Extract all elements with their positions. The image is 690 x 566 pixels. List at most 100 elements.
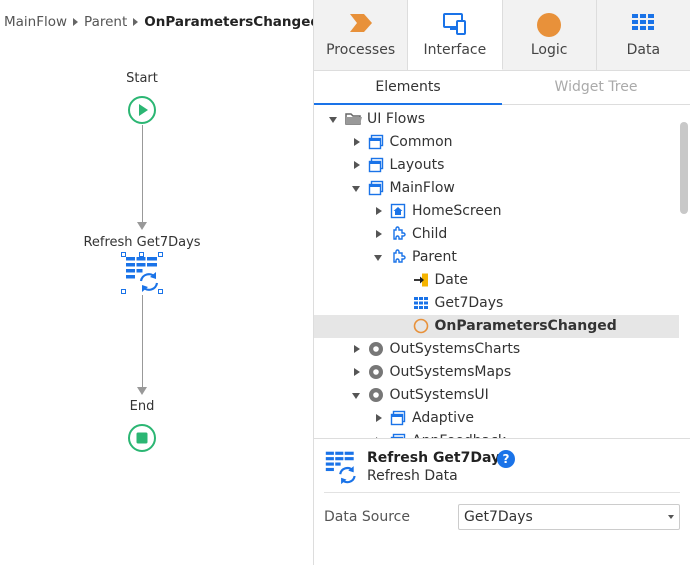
tree-item-label: MainFlow xyxy=(389,180,455,196)
tree-item-label: AppFeedback xyxy=(412,430,506,438)
flow-icon xyxy=(390,433,406,438)
data-icon xyxy=(632,14,655,30)
tree-item-label: Date xyxy=(434,272,468,288)
data-source-label: Data Source xyxy=(324,509,410,525)
tab-data[interactable]: Data xyxy=(597,0,690,70)
refresh-data-node[interactable] xyxy=(121,252,163,294)
tree-item[interactable]: Layouts xyxy=(314,154,679,177)
tree-item-label: OnParametersChanged xyxy=(434,318,617,334)
properties-title: Refresh Get7Days xyxy=(367,450,509,466)
tree-item[interactable]: HomeScreen xyxy=(314,200,679,223)
subtab-elements[interactable]: Elements xyxy=(314,71,502,105)
right-panel: Processes Interface Logic xyxy=(313,0,690,566)
selection-handle[interactable] xyxy=(158,289,163,294)
tab-label: Logic xyxy=(530,42,568,58)
tree-item-label: OutSystemsMaps xyxy=(389,364,512,380)
caret-right-icon[interactable] xyxy=(351,361,363,384)
tree-item[interactable]: OutSystemsUI xyxy=(314,384,679,407)
arrow-down-icon xyxy=(137,387,147,395)
action-circle-icon xyxy=(413,318,429,334)
start-node[interactable] xyxy=(128,96,156,124)
caret-right-icon[interactable] xyxy=(351,131,363,154)
breadcrumb: MainFlow Parent OnParametersChanged xyxy=(4,14,320,30)
help-icon[interactable]: ? xyxy=(497,450,515,468)
tree-item-label: Parent xyxy=(412,249,457,265)
end-node[interactable] xyxy=(128,424,156,452)
module-icon xyxy=(368,364,384,380)
selection-handle[interactable] xyxy=(158,252,163,257)
caret-right-icon[interactable] xyxy=(373,223,385,246)
caret-right-icon[interactable] xyxy=(373,430,385,438)
tab-logic[interactable]: Logic xyxy=(503,0,597,70)
start-node-label: Start xyxy=(126,71,158,86)
caret-down-icon[interactable] xyxy=(351,177,363,200)
tree-item[interactable]: MainFlow xyxy=(314,177,679,200)
breadcrumb-chevron-icon xyxy=(73,18,79,26)
tree-item-label: Get7Days xyxy=(434,295,504,311)
breadcrumb-current: OnParametersChanged xyxy=(144,14,321,30)
tree-item[interactable]: Get7Days xyxy=(314,292,679,315)
breadcrumb-item-mainflow[interactable]: MainFlow xyxy=(4,14,68,30)
caret-down-icon[interactable] xyxy=(373,246,385,269)
flow-connector xyxy=(142,125,143,223)
block-icon xyxy=(390,249,406,265)
selection-handle[interactable] xyxy=(121,252,126,257)
tree-item-label: HomeScreen xyxy=(412,203,502,219)
tab-interface[interactable]: Interface xyxy=(408,0,503,70)
properties-subtitle: Refresh Data xyxy=(367,468,458,484)
refresh-data-icon xyxy=(325,451,356,485)
stop-icon xyxy=(136,432,148,444)
breadcrumb-chevron-icon xyxy=(133,18,139,26)
flow-canvas[interactable]: MainFlow Parent OnParametersChanged Star… xyxy=(0,0,320,565)
flow-icon xyxy=(368,157,384,173)
play-icon xyxy=(139,104,148,116)
aggregate-icon xyxy=(413,295,429,311)
tab-processes[interactable]: Processes xyxy=(314,0,409,70)
flow-icon xyxy=(368,134,384,150)
tree-item[interactable]: OutSystemsCharts xyxy=(314,338,679,361)
tree-item[interactable]: Date xyxy=(314,269,679,292)
module-icon xyxy=(368,341,384,357)
tree-item-label: UI Flows xyxy=(367,111,426,127)
caret-right-icon[interactable] xyxy=(351,154,363,177)
processes-icon xyxy=(349,14,372,32)
main-tabs: Processes Interface Logic xyxy=(314,0,690,71)
tree-item[interactable]: OutSystemsMaps xyxy=(314,361,679,384)
caret-down-icon[interactable] xyxy=(328,108,340,131)
interface-icon xyxy=(442,13,466,35)
data-source-select[interactable]: Get7Days xyxy=(458,504,680,530)
tab-label: Interface xyxy=(423,42,487,58)
flow-icon xyxy=(368,180,384,196)
tree-item-label: Adaptive xyxy=(412,410,474,426)
subtab-widget-tree[interactable]: Widget Tree xyxy=(502,71,690,105)
tree-item[interactable]: Adaptive xyxy=(314,407,679,430)
tree-item[interactable]: Parent xyxy=(314,246,679,269)
refresh-node-label: Refresh Get7Days xyxy=(83,235,201,250)
tab-label: Data xyxy=(626,42,661,58)
block-icon xyxy=(390,226,406,242)
end-node-label: End xyxy=(129,399,155,414)
tree-item[interactable]: Common xyxy=(314,131,679,154)
caret-right-icon[interactable] xyxy=(373,200,385,223)
chevron-down-icon xyxy=(668,515,674,519)
selection-handle[interactable] xyxy=(139,252,144,257)
divider xyxy=(324,492,680,493)
sub-tabs: Elements Widget Tree xyxy=(314,71,690,105)
tree-item-label: OutSystemsCharts xyxy=(389,341,521,357)
tab-label: Processes xyxy=(326,42,396,58)
tree-item-label: OutSystemsUI xyxy=(389,387,489,403)
properties-panel: Refresh Get7Days ? Refresh Data Data Sou… xyxy=(314,438,690,566)
caret-down-icon[interactable] xyxy=(351,384,363,407)
tree-item[interactable]: Child xyxy=(314,223,679,246)
tree-scrollbar[interactable] xyxy=(680,122,688,214)
input-parameter-icon xyxy=(413,272,429,288)
breadcrumb-item-parent[interactable]: Parent xyxy=(84,14,128,30)
tree-item[interactable]: OnParametersChanged xyxy=(314,315,679,338)
caret-right-icon[interactable] xyxy=(351,338,363,361)
tree-item-label: Layouts xyxy=(389,157,445,173)
caret-right-icon[interactable] xyxy=(373,407,385,430)
tree-item[interactable]: UI Flows xyxy=(314,108,679,131)
tree-item[interactable]: AppFeedback xyxy=(314,430,679,438)
selection-handle[interactable] xyxy=(121,289,126,294)
